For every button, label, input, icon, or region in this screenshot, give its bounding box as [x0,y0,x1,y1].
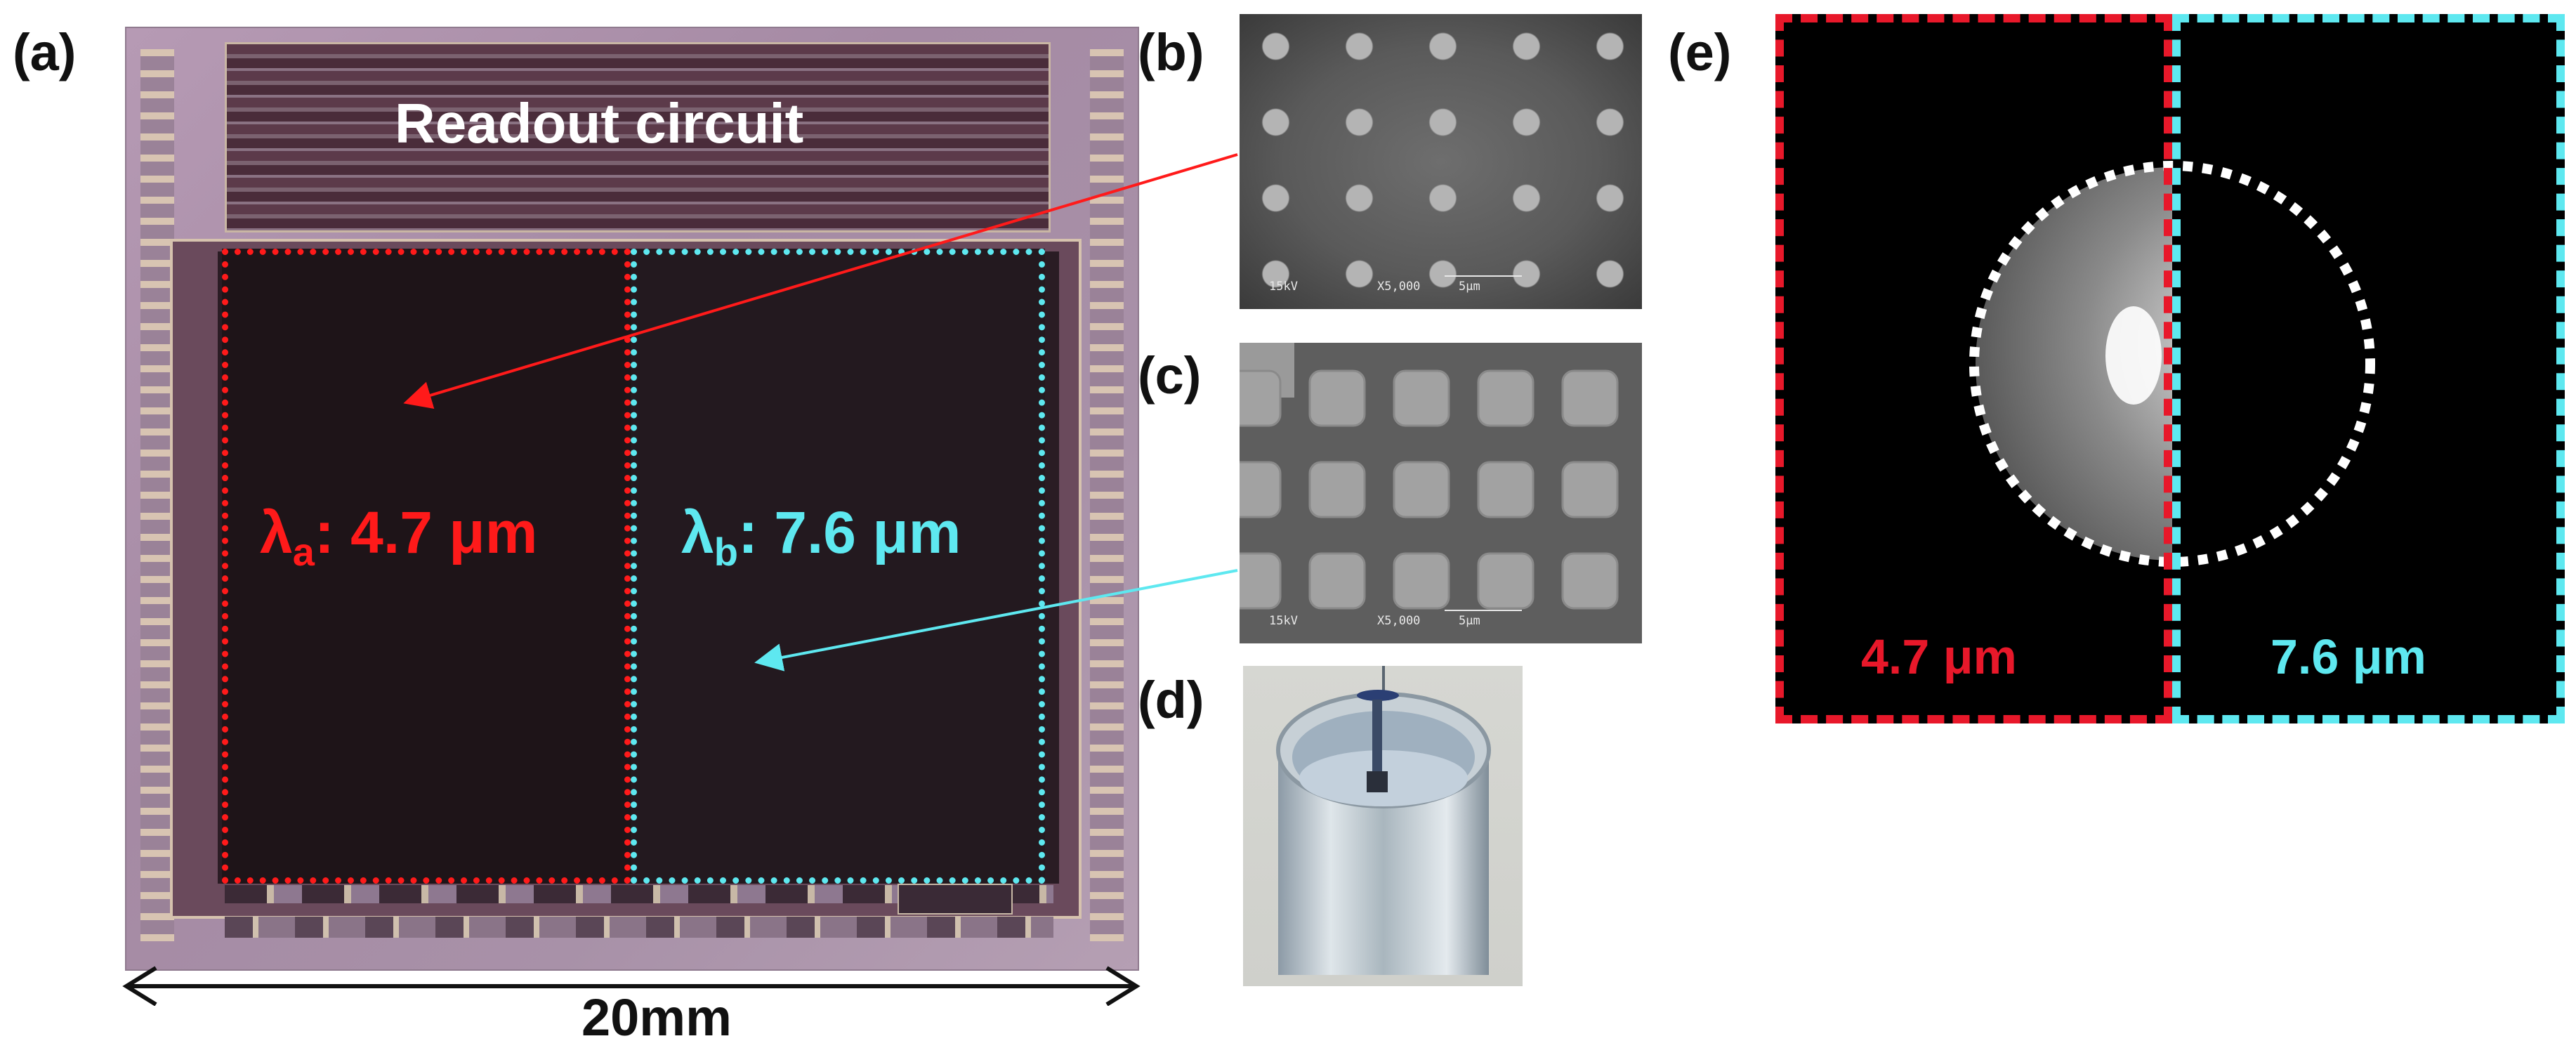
e-left-box [1775,14,2172,723]
sem-c-scale: 5μm [1459,614,1480,628]
readout-circuit-label: Readout circuit [395,92,804,155]
hot-spot [2105,306,2162,405]
sem-c-magnification: X5,000 [1377,614,1421,628]
sem-c-scale-line [1445,610,1522,611]
panel-label-b: (b) [1138,23,1204,81]
region-a-subscript: a [292,529,315,574]
panel-label-e: (e) [1668,23,1732,81]
holder-cylinder [1276,666,1491,975]
sem-b-pillar-grid [1240,14,1642,309]
left-pad-column [140,49,174,941]
thermal-image-e: 4.7 μm 7.6 μm [1775,14,2565,723]
panel-label-d: (d) [1138,671,1204,729]
sem-b-scale-line [1445,275,1522,277]
e-right-box [2172,14,2565,723]
arrow-c-to-region-b [754,569,1238,672]
scale-bar-left-head [122,966,157,1006]
sem-b-scale: 5μm [1459,280,1480,294]
bottom-dark-block [898,884,1013,915]
holder-bar [1357,690,1399,701]
photo-d [1243,666,1523,986]
region-a-label: λa: 4.7 μm [260,503,537,572]
sem-b-voltage: 15kV [1269,280,1298,294]
sem-b-magnification: X5,000 [1377,280,1421,294]
panel-label-a: (a) [13,23,77,81]
region-b-subscript: b [714,529,738,574]
sem-c-pillars [1240,369,1619,610]
sem-image-c: 15kV X5,000 5μm [1240,343,1642,643]
arrow-b-to-region-a [403,153,1238,410]
panel-label-c: (c) [1138,346,1202,405]
scale-bar [122,966,1141,1006]
region-a-lambda: λ [260,499,293,565]
holder-clip [1367,771,1388,792]
holder-stem [1372,700,1382,784]
e-right-label: 7.6 μm [2271,629,2426,684]
chip-die: Readout circuit λa: 4.7 μm λb: 7.6 μm [125,27,1139,971]
sem-image-b: 15kV X5,000 5μm [1240,14,1642,309]
readout-circuit-region [225,42,1051,232]
region-a-value: : 4.7 μm [314,499,538,565]
region-b-lambda: λ [681,499,714,565]
e-left-label: 4.7 μm [1861,629,2017,684]
region-b-box [631,249,1045,884]
scale-bar-right-head [1105,966,1141,1006]
scale-bar-label: 20mm [581,988,732,1047]
bottom-pad-row-2 [225,917,1053,938]
region-b-label: λb: 7.6 μm [681,503,961,572]
region-b-value: : 7.6 μm [737,499,961,565]
sem-c-voltage: 15kV [1269,614,1298,628]
hot-object-disk [1976,167,2172,561]
